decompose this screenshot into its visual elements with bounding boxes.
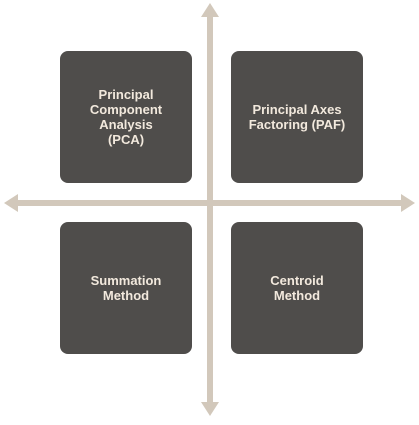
quadrant-bottom-right-label: Centroid Method — [270, 273, 324, 303]
quadrant-bottom-left-label: Summation Method — [90, 273, 162, 303]
down-arrow-icon — [201, 402, 219, 416]
quadrant-bottom-left: Summation Method — [60, 222, 192, 354]
quadrant-top-left: Principal Component Analysis (PCA) — [60, 51, 192, 183]
quadrant-top-right-label: Principal Axes Factoring (PAF) — [248, 102, 346, 132]
quadrant-top-left-label: Principal Component Analysis (PCA) — [89, 87, 163, 147]
up-arrow-icon — [201, 3, 219, 17]
quadrant-top-right: Principal Axes Factoring (PAF) — [231, 51, 363, 183]
quadrant-bottom-right: Centroid Method — [231, 222, 363, 354]
right-arrow-icon — [401, 194, 415, 212]
left-arrow-icon — [4, 194, 18, 212]
